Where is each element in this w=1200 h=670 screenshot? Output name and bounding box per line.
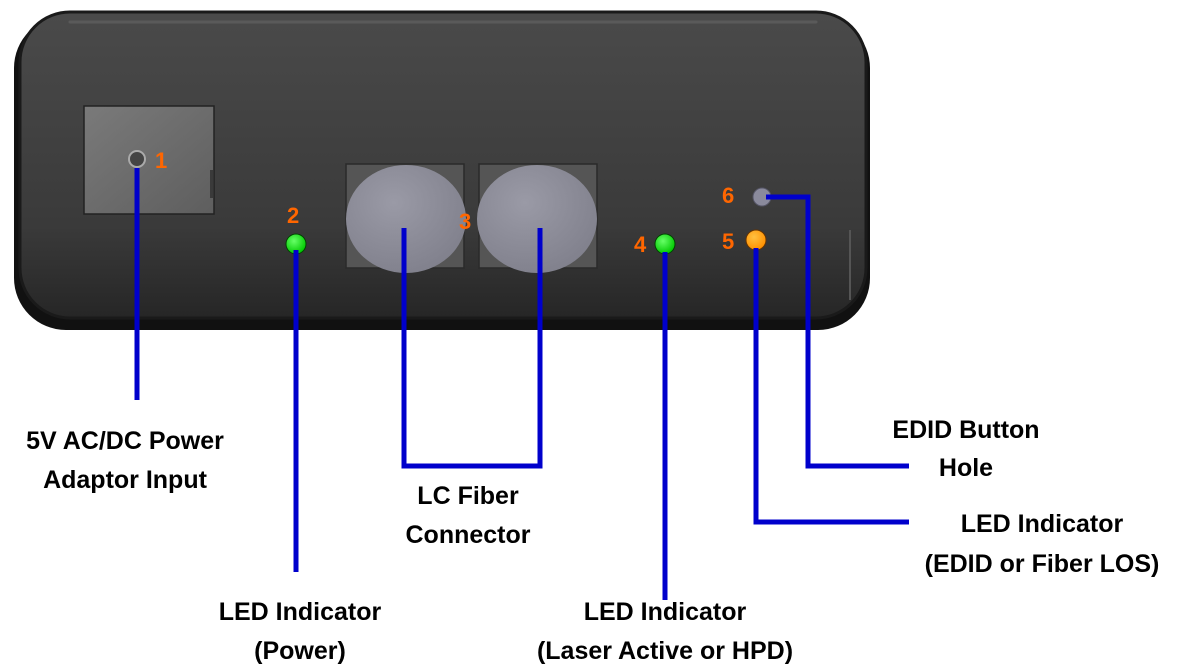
label-led-edid-line1: LED Indicator <box>961 510 1124 538</box>
callout-number-1: 1 <box>155 148 167 173</box>
edid-los-led <box>745 229 767 251</box>
label-led-laser-line1: LED Indicator <box>584 598 747 626</box>
label-lc-fiber: LC Fiber Connector <box>406 482 531 549</box>
callout-number-3: 3 <box>459 209 471 234</box>
label-edid-button-line1: EDID Button <box>892 416 1039 444</box>
label-power-input-line1: 5V AC/DC Power <box>26 427 224 455</box>
label-power-input-line2: Adaptor Input <box>43 466 208 494</box>
label-led-edid-line2: (EDID or Fiber LOS) <box>925 550 1160 578</box>
leader-line-edid-led <box>753 248 909 525</box>
label-led-laser-line2: (Laser Active or HPD) <box>537 637 793 665</box>
power-jack <box>83 105 215 215</box>
label-led-power-line1: LED Indicator <box>219 598 382 626</box>
callout-number-2: 2 <box>287 203 299 228</box>
label-led-laser: LED Indicator (Laser Active or HPD) <box>537 598 793 665</box>
callout-number-4: 4 <box>634 232 647 257</box>
label-led-edid: LED Indicator (EDID or Fiber LOS) <box>925 510 1160 578</box>
leader-lines <box>134 168 909 600</box>
label-edid-button: EDID Button Hole <box>892 416 1039 482</box>
leader-line-edid-button <box>766 194 909 469</box>
power-jack-hole <box>128 150 146 168</box>
label-power-input: 5V AC/DC Power Adaptor Input <box>26 427 224 494</box>
lc-fiber-port-right <box>477 163 598 273</box>
label-led-power: LED Indicator (Power) <box>219 598 382 665</box>
label-lc-fiber-line2: Connector <box>406 521 531 549</box>
label-lc-fiber-line1: LC Fiber <box>417 482 519 510</box>
label-led-power-line2: (Power) <box>254 637 346 665</box>
callout-number-6: 6 <box>722 183 734 208</box>
label-edid-button-line2: Hole <box>939 454 993 482</box>
callout-number-5: 5 <box>722 229 734 254</box>
laser-active-led <box>654 233 676 255</box>
leader-line-lc-fiber <box>401 228 543 469</box>
